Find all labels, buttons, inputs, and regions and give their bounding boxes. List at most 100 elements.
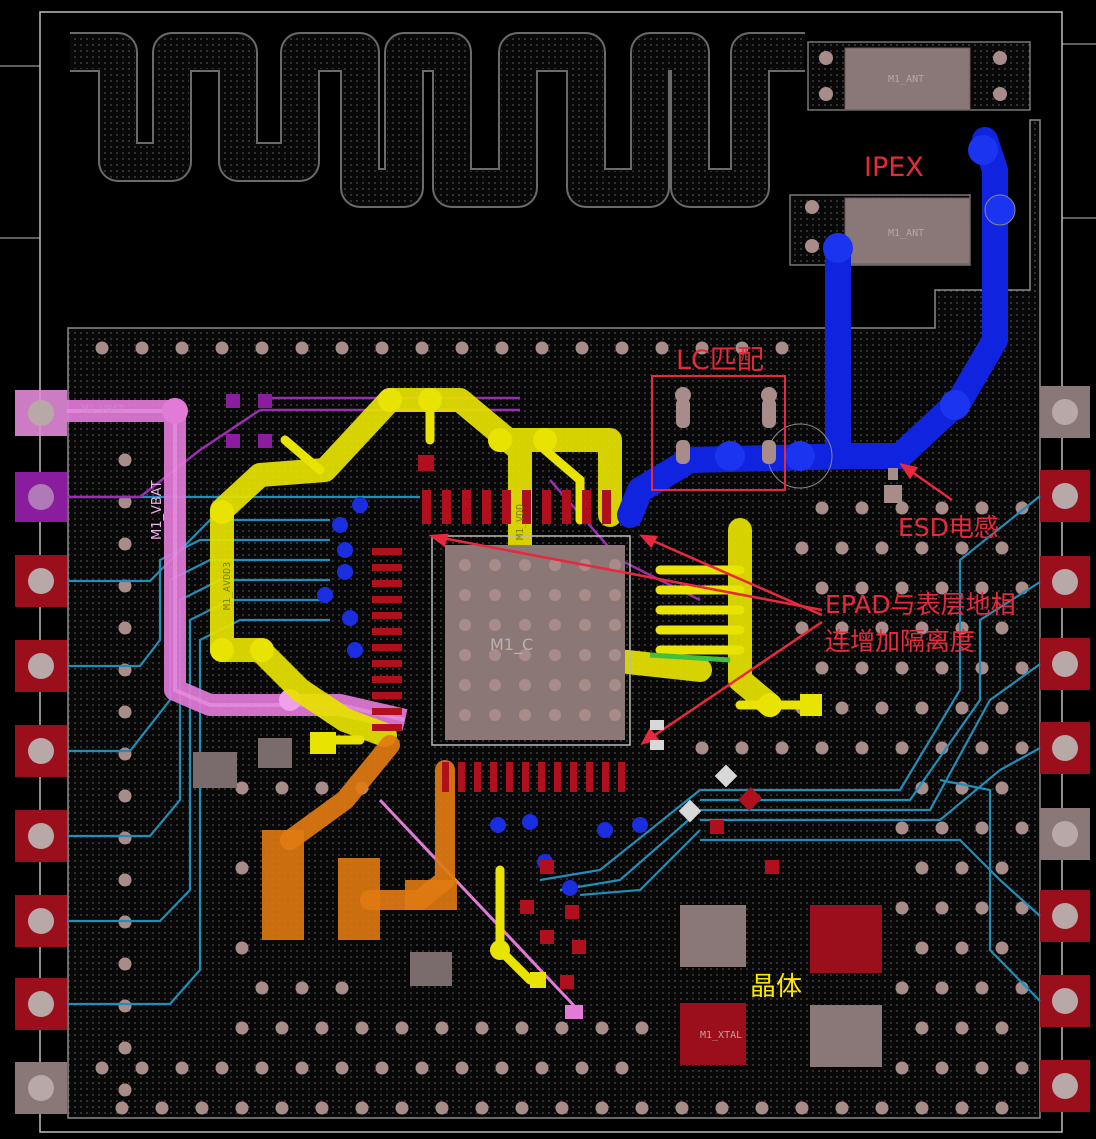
annotation-epad-line2: 连增加隔离度 <box>825 627 976 656</box>
ground-via <box>135 1061 149 1075</box>
chip-pin-left <box>372 612 402 619</box>
ground-via <box>595 1101 609 1115</box>
ground-via <box>715 1101 729 1115</box>
ground-via <box>935 981 949 995</box>
chip-pin-left <box>372 660 402 667</box>
ground-via <box>935 1061 949 1075</box>
ground-via <box>975 661 989 675</box>
ground-via <box>975 821 989 835</box>
ground-via <box>155 1101 169 1115</box>
chip-pin-bottom <box>490 762 497 792</box>
ground-via <box>895 741 909 755</box>
yellow-vias <box>210 388 822 988</box>
silk-xtal: M1_XTAL <box>700 1030 743 1041</box>
ground-via <box>375 1061 389 1075</box>
annotation-esd-inductor: ESD电感 <box>898 513 999 542</box>
epad-via <box>459 589 471 601</box>
epad-via <box>459 619 471 631</box>
epad-via <box>459 559 471 571</box>
ground-via <box>855 741 869 755</box>
epad-via <box>519 619 531 631</box>
rf-trace <box>617 127 1008 528</box>
ground-via <box>695 741 709 755</box>
ground-via <box>555 1101 569 1115</box>
chip-pin-top <box>602 490 611 524</box>
epad-via <box>549 679 561 691</box>
epad-via <box>579 709 591 721</box>
ground-via <box>415 1061 429 1075</box>
ground-via <box>895 901 909 915</box>
ground-via <box>895 581 909 595</box>
ground-via <box>315 781 329 795</box>
epad-via <box>489 589 501 601</box>
ground-via <box>735 741 749 755</box>
ground-via <box>175 1061 189 1075</box>
ground-via <box>395 1021 409 1035</box>
ground-via <box>335 981 349 995</box>
esd-inductor <box>884 468 902 503</box>
ground-via <box>895 981 909 995</box>
ground-via <box>995 1021 1009 1035</box>
ground-via <box>915 541 929 555</box>
ground-via <box>975 901 989 915</box>
silk-pad-top: M1_ANT <box>888 74 925 85</box>
chip-pin-left <box>372 564 402 571</box>
ground-via <box>1015 901 1029 915</box>
chip-pin-left <box>372 548 402 555</box>
ground-via <box>835 621 849 635</box>
ground-via <box>235 941 249 955</box>
ground-via <box>118 705 132 719</box>
ground-via <box>995 541 1009 555</box>
ground-via <box>95 1061 109 1075</box>
chip-pin-left <box>372 676 402 683</box>
chip-pin-left <box>372 580 402 587</box>
ground-via <box>375 341 389 355</box>
ground-via <box>815 581 829 595</box>
rf-trace-vias <box>715 135 1015 471</box>
ground-via <box>135 341 149 355</box>
ground-via <box>118 579 132 593</box>
epad-via <box>489 649 501 661</box>
antenna-pad-top <box>844 47 971 111</box>
annotation-epad-line1: EPAD与表层地相 <box>825 590 1016 619</box>
ground-via <box>295 981 309 995</box>
epad-via <box>549 709 561 721</box>
ground-via <box>655 341 669 355</box>
ground-via <box>355 1101 369 1115</box>
ground-via <box>995 941 1009 955</box>
ground-via <box>915 1101 929 1115</box>
ground-via <box>635 1021 649 1035</box>
ground-via <box>275 1101 289 1115</box>
epad-via <box>579 679 591 691</box>
ground-via <box>875 1101 889 1115</box>
ground-via <box>118 1083 132 1097</box>
ground-via <box>435 1021 449 1035</box>
ground-via <box>435 1101 449 1115</box>
chip-pin-bottom <box>506 762 513 792</box>
ground-via <box>835 541 849 555</box>
chip-pin-bottom <box>586 762 593 792</box>
ground-via <box>335 341 349 355</box>
ground-via <box>255 341 269 355</box>
chip-pin-bottom <box>538 762 545 792</box>
epad-via <box>609 559 621 571</box>
epad-via <box>609 709 621 721</box>
chip-pin-left <box>372 692 402 699</box>
ground-via <box>815 741 829 755</box>
ground-via <box>995 621 1009 635</box>
ground-via <box>235 861 249 875</box>
chip-pin-bottom <box>618 762 625 792</box>
ground-via <box>118 873 132 887</box>
silk-pad-mid: M1_ANT <box>888 228 925 239</box>
ground-via <box>1015 501 1029 515</box>
ground-via <box>118 621 132 635</box>
chip-pin-top <box>522 490 531 524</box>
ground-via <box>275 1021 289 1035</box>
epad-via <box>609 649 621 661</box>
chip-pin-left <box>372 628 402 635</box>
ground-via <box>118 831 132 845</box>
ground-via <box>915 701 929 715</box>
orange-inductor-pad-1 <box>262 830 304 940</box>
ground-via <box>935 821 949 835</box>
